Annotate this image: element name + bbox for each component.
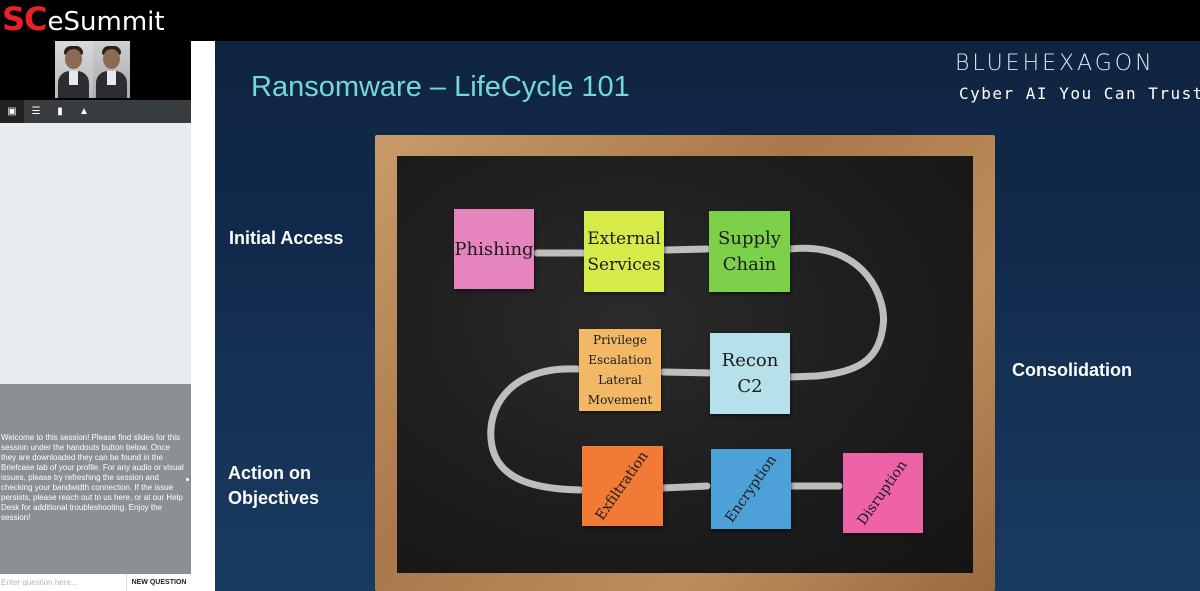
note-exfiltration: Exfiltration xyxy=(582,446,663,526)
session-side-panel: ▣ ☰ ▮ ▲ Welcome to this session! Please … xyxy=(0,41,191,591)
speakers-strip xyxy=(0,41,191,100)
panel-tabs: ▣ ☰ ▮ ▲ xyxy=(0,100,191,123)
panel-divider xyxy=(191,41,215,591)
label-initial-access: Initial Access xyxy=(229,228,344,248)
question-bar: NEW QUESTION xyxy=(0,574,191,591)
chat-messages-area[interactable] xyxy=(0,123,191,383)
label-consolidation: Consolidation xyxy=(1012,360,1132,380)
welcome-message: Welcome to this session! Please find sli… xyxy=(1,433,184,522)
speaker-video-thumbnail[interactable] xyxy=(55,41,130,98)
note-phishing: Phishing xyxy=(454,209,534,289)
slide-title: Ransomware – LifeCycle 101 xyxy=(251,71,630,103)
person-icon: ▲ xyxy=(79,106,89,117)
sc-esummit-logo[interactable]: SC eSummit xyxy=(2,1,165,39)
new-question-button[interactable]: NEW QUESTION xyxy=(126,574,191,591)
logo-name-text: eSummit xyxy=(47,7,165,37)
welcome-message-box: Welcome to this session! Please find sli… xyxy=(0,384,191,574)
speaker-avatar xyxy=(92,41,130,98)
note-privilege-escalation: Privilege Escalation Lateral Movement xyxy=(579,329,661,411)
note-recon-c2: Recon C2 xyxy=(710,333,790,414)
list-icon: ☰ xyxy=(31,106,41,117)
top-bar: SC eSummit xyxy=(0,0,1200,41)
brand-logo: BLUEHEXAGON xyxy=(955,51,1155,76)
chalkboard-frame: Phishing External Services Supply Chain … xyxy=(375,135,995,591)
logo-sc-text: SC xyxy=(2,0,48,38)
document-icon: ▮ xyxy=(57,106,63,117)
tab-agenda[interactable]: ☰ xyxy=(24,100,48,123)
chalk-connectors xyxy=(487,244,887,494)
tab-chat[interactable]: ▣ xyxy=(0,100,24,123)
chalkboard: Phishing External Services Supply Chain … xyxy=(397,156,973,573)
tab-handouts[interactable]: ▮ xyxy=(48,100,72,123)
scroll-indicator[interactable] xyxy=(186,478,189,481)
tab-speaker[interactable]: ▲ xyxy=(72,100,96,123)
note-encryption: Encryption xyxy=(711,449,791,529)
note-external-services: External Services xyxy=(584,211,664,292)
speaker-avatar xyxy=(55,41,93,98)
brand-tagline: Cyber AI You Can Trust xyxy=(959,84,1200,103)
question-input[interactable] xyxy=(0,576,124,589)
chat-bubbles-icon: ▣ xyxy=(7,106,17,117)
label-action-on-objectives: Action on Objectives xyxy=(228,463,320,508)
note-supply-chain: Supply Chain xyxy=(709,211,790,292)
presentation-slide: Ransomware – LifeCycle 101 BLUEHEXAGON C… xyxy=(215,41,1200,591)
note-disruption: Disruption xyxy=(843,453,923,533)
